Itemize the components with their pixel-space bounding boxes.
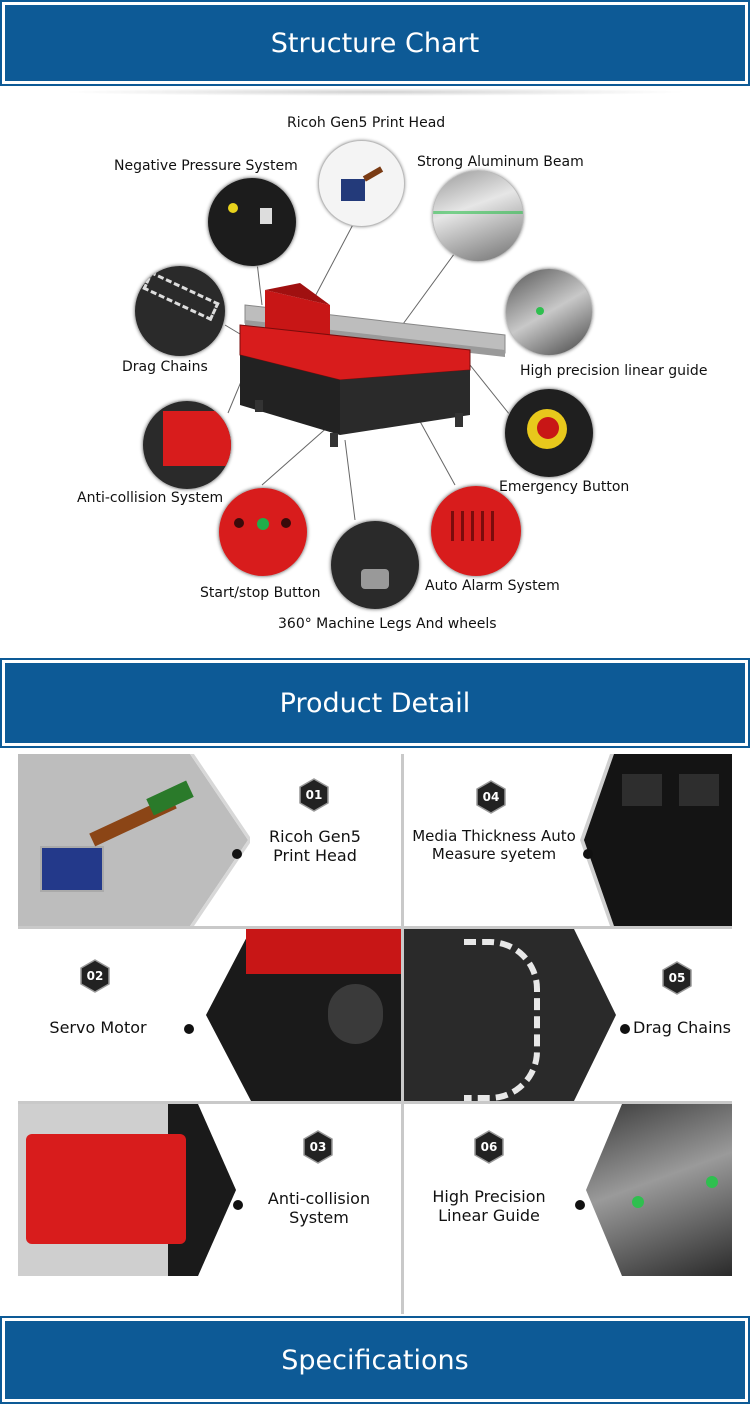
feature-servo-motor-label: Servo Motor (28, 1018, 168, 1037)
media-thickness-slot-2 (679, 774, 719, 806)
anti-collision-dot (233, 1200, 243, 1210)
feature-media-thickness-label: Media Thickness Auto Measure syetem (406, 827, 582, 863)
feature-line-1: High Precision (432, 1187, 546, 1206)
print-head-thumbnail (318, 140, 405, 227)
linear-guide-image (586, 1104, 732, 1276)
specifications-banner: Specifications (0, 1316, 750, 1404)
detail-card-linear-guide: 06 High Precision Linear Guide (404, 1104, 732, 1276)
badge-06: 06 (474, 1130, 504, 1164)
aluminum-beam-thumbnail (432, 170, 524, 262)
feature-line-2: System (289, 1208, 349, 1227)
badge-02: 02 (80, 959, 110, 993)
emergency-button-thumbnail (504, 388, 594, 478)
feature-line-1: Media Thickness Auto (412, 827, 576, 845)
callout-anti-collision: Anti-collision System (77, 490, 224, 506)
drag-chains-thumbnail (134, 265, 226, 357)
grid-row-divider-2 (18, 1101, 732, 1104)
drag-chains-chain (464, 939, 540, 1101)
print-head-dot (232, 849, 242, 859)
badge-01: 01 (299, 778, 329, 812)
feature-line-1: Anti-collision (267, 1189, 371, 1208)
start-stop-thumbnail (218, 487, 308, 577)
feature-line-1: Drag Chains (633, 1018, 731, 1037)
structure-chart-title: Structure Chart (270, 27, 480, 59)
feature-drag-chains-label: Drag Chains (632, 1018, 732, 1037)
anti-collision-red-box (26, 1134, 186, 1244)
callout-auto-alarm: Auto Alarm System (425, 578, 560, 594)
badge-05: 05 (662, 961, 692, 995)
linear-guide-thumbnail (505, 268, 593, 356)
feature-linear-guide-label: High Precision Linear Guide (414, 1187, 564, 1225)
badge-04: 04 (476, 780, 506, 814)
media-thickness-slot-1 (622, 774, 662, 806)
callout-linear-guide: High precision linear guide (520, 363, 708, 379)
grid-row-divider-1 (18, 926, 732, 929)
alarm-system-thumbnail (430, 485, 522, 577)
linear-guide-marker-2 (706, 1176, 718, 1188)
callout-aluminum-beam: Strong Aluminum Beam (417, 154, 584, 170)
feature-line-1: Ricoh Gen5 (269, 827, 361, 846)
callout-negative-pressure: Negative Pressure System (114, 158, 298, 174)
linear-guide-dot (575, 1200, 585, 1210)
detail-card-servo-motor: 02 Servo Motor (18, 929, 401, 1101)
servo-motor-body (328, 984, 383, 1044)
product-detail-title: Product Detail (279, 687, 471, 719)
structure-chart: Ricoh Gen5 Print Head Negative Pressure … (0, 95, 750, 655)
feature-line-1: Servo Motor (49, 1018, 147, 1037)
servo-motor-dot (184, 1024, 194, 1034)
detail-card-print-head: 01 Ricoh Gen5 Print Head (18, 754, 401, 926)
uv-printer-machine (239, 283, 506, 447)
feature-line-2: Linear Guide (438, 1206, 540, 1225)
feature-line-2: Print Head (273, 846, 357, 865)
print-head-shape (40, 846, 104, 892)
specifications-title: Specifications (281, 1344, 469, 1376)
feature-line-2: Measure syetem (431, 845, 557, 863)
feature-print-head-label: Ricoh Gen5 Print Head (250, 827, 380, 865)
callout-start-stop: Start/stop Button (200, 585, 321, 601)
drag-chains-dot (620, 1024, 630, 1034)
product-detail-banner: Product Detail (0, 658, 750, 748)
print-head-image (18, 754, 248, 926)
detail-card-media-thickness: 04 Media Thickness Auto Measure syetem (404, 754, 732, 926)
banner-shadow (60, 88, 690, 96)
callout-print-head: Ricoh Gen5 Print Head (287, 115, 446, 131)
callout-drag-chains: Drag Chains (122, 359, 208, 375)
grid-center-divider (401, 754, 404, 1314)
callout-emergency-button: Emergency Button (499, 479, 630, 495)
feature-anti-collision-label: Anti-collision System (254, 1189, 384, 1227)
anti-collision-thumbnail (142, 400, 232, 490)
badge-03: 03 (303, 1130, 333, 1164)
machine-legs-thumbnail (330, 520, 420, 610)
media-thickness-dot (583, 849, 593, 859)
linear-guide-marker-1 (632, 1196, 644, 1208)
detail-card-drag-chains: 05 Drag Chains (404, 929, 732, 1101)
callout-machine-legs: 360° Machine Legs And wheels (278, 616, 497, 632)
structure-chart-banner: Structure Chart (0, 0, 750, 88)
structure-chart-lines (224, 214, 511, 521)
detail-card-anti-collision: 03 Anti-collision System (18, 1104, 401, 1276)
servo-motor-red-strip (246, 929, 401, 974)
negative-pressure-thumbnail (207, 177, 297, 267)
